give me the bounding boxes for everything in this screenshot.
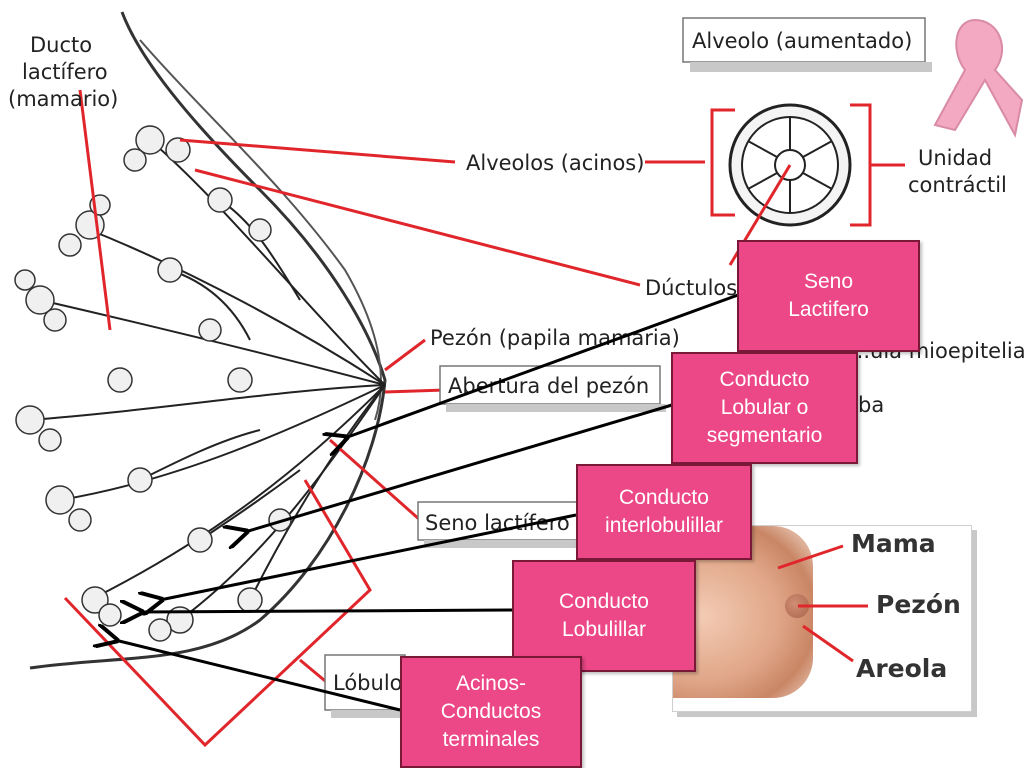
- pink-ribbon-icon: [933, 18, 1024, 138]
- callout-acinos-conductos: Acinos- Conductos terminales: [400, 656, 582, 768]
- photo-leader-lines: [777, 544, 868, 663]
- alveolus-cross-section: [728, 103, 852, 266]
- label-ductulos: Dúctulos: [645, 276, 737, 300]
- photo-label-pezon: Pezón: [876, 590, 961, 619]
- photo-label-mama: Mama: [851, 529, 936, 558]
- label-ducto-lactifero: Ducto lactífero (mamario): [8, 33, 118, 111]
- red-leader-lines: [63, 89, 905, 748]
- label-lobulo: Lóbulo: [333, 671, 403, 695]
- label-box-lobulo: [324, 654, 406, 711]
- acini-clusters: [14, 125, 292, 642]
- label-box-alveolo: [682, 17, 926, 63]
- callout-conducto-interlobulillar: Conducto interlobulillar: [576, 464, 752, 560]
- label-ba: ba: [858, 393, 884, 417]
- callout-conducto-lobular: Conducto Lobular o segmentario: [671, 352, 858, 464]
- callout-arrows: [115, 293, 739, 712]
- photo-label-areola: Areola: [856, 654, 948, 683]
- label-abertura-pezon: Abertura del pezón: [448, 374, 649, 398]
- callout-seno-lactifero: Seno Lactifero: [737, 240, 920, 352]
- label-alveolos-acinos: Alveolos (acinos): [466, 151, 644, 175]
- label-unidad-contractil: Unidad contráctil: [908, 146, 1007, 197]
- label-box-abertura: [439, 365, 661, 405]
- breast-outline: [29, 11, 387, 670]
- breast-inner-outline: [139, 39, 382, 421]
- label-alveolo-aumentado: Alveolo (aumentado): [692, 29, 912, 53]
- callout-conducto-lobulillar: Conducto Lobulillar: [512, 560, 696, 672]
